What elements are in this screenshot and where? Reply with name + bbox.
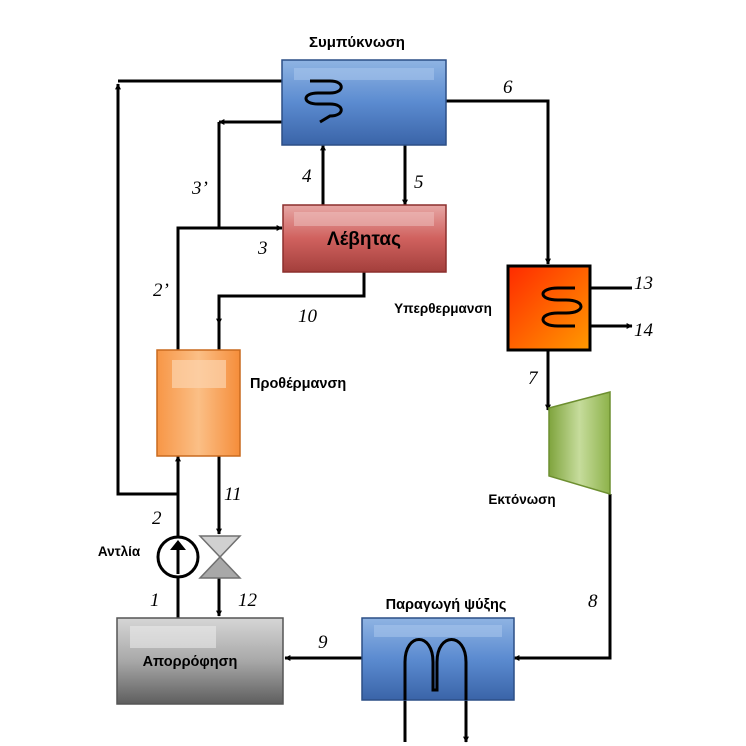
expander-label: Εκτόνωση [488,492,555,507]
stream-label-4: 4 [302,166,312,187]
stream-label-1: 1 [150,590,160,611]
stream-label-12: 12 [238,590,258,611]
stream-label-9: 9 [318,632,328,653]
condenser-coil-icon [304,79,343,124]
superheater-label: Υπερθερμανση [394,301,492,316]
stream-label-3: 3 [257,238,268,259]
stream-6 [446,99,551,265]
superheater-coil-icon [541,286,583,328]
boiler-label: Λέβητας [327,229,401,250]
stream-label-7: 7 [528,368,539,389]
expander-shape [548,391,611,496]
condenser-box [281,59,447,146]
stream-label-2: 2 [152,508,162,529]
preheater-label: Προθέρμανση [250,376,346,392]
stream-label-3-prime: 3’ [191,178,208,199]
stream-2-prime [176,225,283,350]
stream-label-13: 13 [634,273,653,294]
refrigeration-box [361,617,515,701]
valve-icon [198,535,242,579]
pump-label: Αντλία [98,544,141,559]
stream-8 [513,494,612,661]
stream-label-14: 14 [634,320,654,341]
stream-return-line [116,84,178,496]
stream-label-5: 5 [414,172,424,193]
refrigeration-label: Παραγωγή ψύξης [386,597,507,613]
stream-label-10: 10 [298,306,318,327]
pump-icon [156,535,200,579]
absorber-box [116,617,284,705]
refrigeration-coil-icon [403,638,468,700]
stream-label-2-prime: 2’ [153,280,169,301]
superheater-box [506,264,592,352]
stream-label-6: 6 [503,77,513,98]
stream-label-8: 8 [588,591,598,612]
preheater-box [156,349,241,457]
condenser-label: Συμπύκνωση [309,34,405,51]
stream-10 [216,272,366,325]
stream-label-11: 11 [224,484,242,505]
boiler-box [282,204,447,273]
absorber-label: Απορρόφηση [143,654,238,670]
